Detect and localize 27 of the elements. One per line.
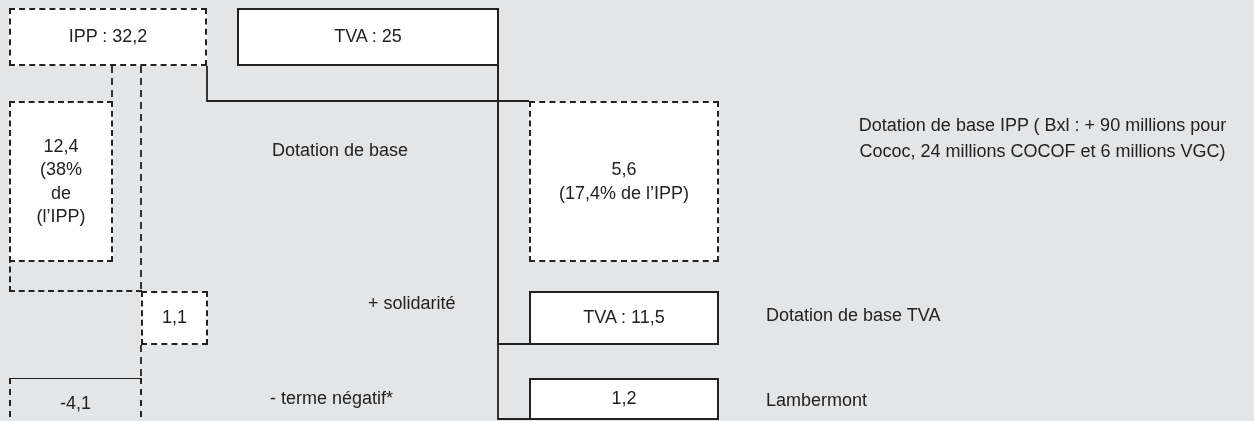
value-text: 5,6 (611, 158, 637, 182)
connector-line (140, 65, 142, 292)
value-text: -4,1 (60, 391, 91, 415)
value-box (529, 378, 719, 420)
value-box (237, 8, 499, 66)
value-text: IPP : 32,2 (68, 25, 148, 49)
row-label: Dotation de base IPP ( Bxl : + 90 millions pour Cococ, 24 millions COCOF et 6 millions VGC) (857, 114, 1228, 164)
value-text: TVA : 11,5 (583, 306, 665, 330)
value-text: (17,4% de l’IPP) (558, 181, 690, 205)
value-box (9, 101, 113, 262)
value-box (141, 291, 208, 345)
connector-line (206, 65, 530, 102)
row-label: - terme négatif* (270, 388, 394, 409)
value-box (9, 8, 207, 66)
value-text: 12,4 (38% de (l’IPP) (35, 134, 87, 228)
row-label: + solidarité (368, 293, 456, 314)
value-text: 1,1 (162, 306, 187, 330)
note-text: Dotation de base TVA (766, 304, 942, 327)
connector-line (497, 65, 530, 420)
value-text: 1,2 (611, 387, 637, 411)
note-text: Lambermont (766, 389, 869, 412)
value-box (529, 291, 719, 345)
connector-line (140, 344, 142, 379)
value-box (529, 101, 719, 262)
row-label: Dotation de base (272, 140, 409, 161)
group-frame (9, 101, 142, 292)
value-text: TVA : 25 (334, 25, 402, 49)
